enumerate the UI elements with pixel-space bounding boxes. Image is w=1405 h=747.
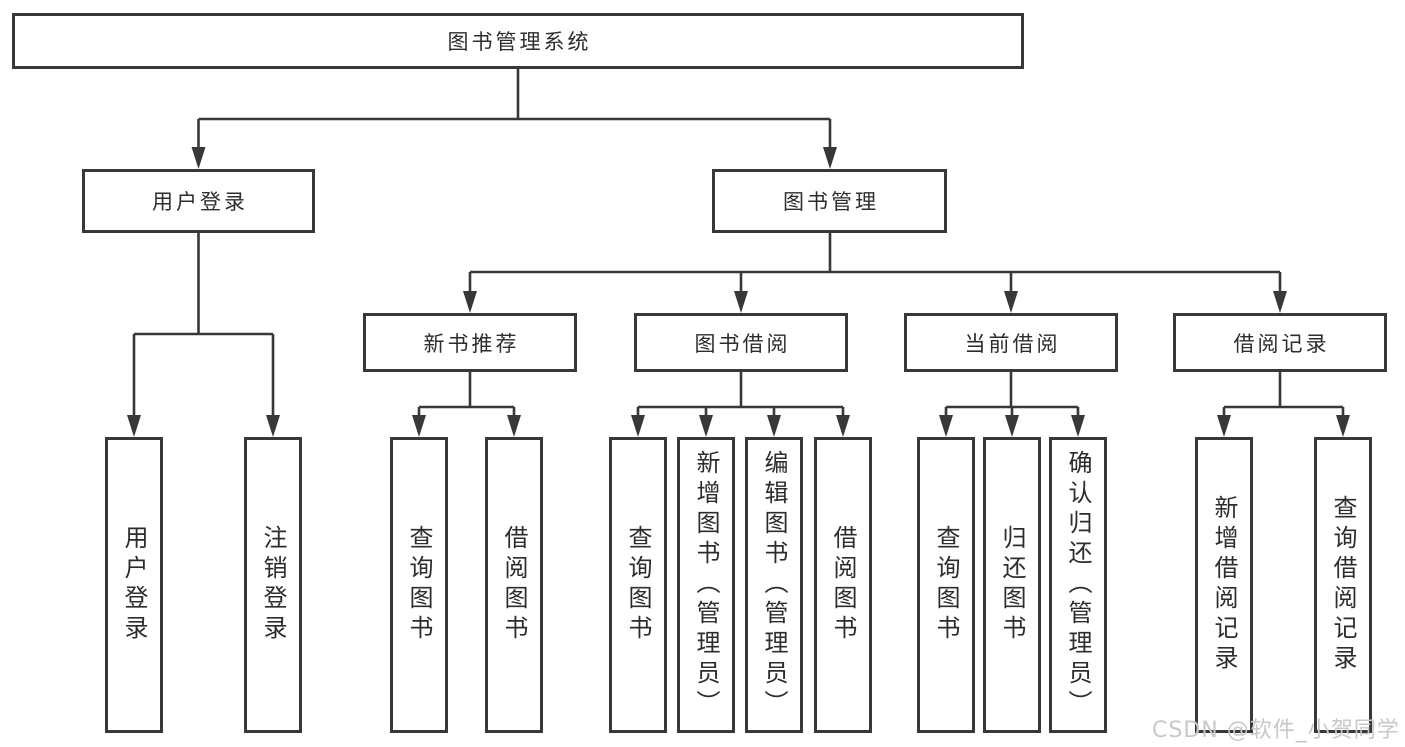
arrowhead-icon [1336, 415, 1350, 437]
leaf-return-book: 归还图书 [983, 437, 1041, 733]
node-book-management: 图书管理 [712, 169, 947, 233]
arrowhead-icon [266, 415, 280, 437]
arrowhead-icon [767, 415, 781, 437]
leaf-add-book-admin: 新增图书（管理员） [677, 437, 735, 733]
arrowhead-icon [823, 147, 837, 169]
leaf-add-borrow-record: 新增借阅记录 [1195, 437, 1253, 733]
leaf-borrow-book: 借阅图书 [814, 437, 872, 733]
arrowhead-icon [507, 415, 521, 437]
arrowhead-icon [734, 291, 748, 313]
connector-line [944, 372, 1080, 417]
arrowhead-icon [1005, 415, 1019, 437]
arrowhead-icon [1273, 291, 1287, 313]
leaf-borrow-book-recommend: 借阅图书 [485, 437, 543, 733]
root-node-book-management-system: 图书管理系统 [12, 13, 1024, 69]
leaf-query-book-recommend: 查询图书 [390, 437, 448, 733]
arrowhead-icon [939, 415, 953, 437]
node-current-borrow: 当前借阅 [904, 313, 1118, 372]
arrowhead-icon [127, 415, 141, 437]
arrowheads [127, 147, 1350, 437]
connector-lines [132, 69, 1345, 417]
arrowhead-icon [836, 415, 850, 437]
arrowhead-icon [412, 415, 426, 437]
connector-line [417, 372, 516, 417]
leaf-query-book-borrow: 查询图书 [609, 437, 667, 733]
arrowhead-icon [191, 147, 206, 169]
arrowhead-icon [463, 291, 477, 313]
arrowhead-icon [1071, 415, 1085, 437]
arrowhead-icon [699, 415, 713, 437]
connector-line [132, 233, 275, 417]
connector-line [468, 233, 1282, 293]
arrowhead-icon [1004, 291, 1018, 313]
leaf-user-login: 用户登录 [105, 437, 163, 733]
leaf-logout-login: 注销登录 [244, 437, 302, 733]
connector-line [1222, 372, 1345, 417]
arrowhead-icon [1217, 415, 1231, 437]
node-borrow-record: 借阅记录 [1173, 313, 1387, 372]
leaf-confirm-return-admin: 确认归还（管理员） [1049, 437, 1107, 733]
connector-line [197, 69, 832, 149]
node-new-book-recommend: 新书推荐 [363, 313, 577, 372]
leaf-query-borrow-record: 查询借阅记录 [1314, 437, 1372, 733]
node-book-borrow: 图书借阅 [634, 313, 848, 372]
connector-line [636, 372, 845, 417]
node-user-login: 用户登录 [82, 169, 315, 233]
leaf-edit-book-admin: 编辑图书（管理员） [745, 437, 803, 733]
leaf-query-book-current: 查询图书 [917, 437, 975, 733]
arrowhead-icon [631, 415, 645, 437]
watermark: CSDN @软件_小贺同学 [1152, 718, 1400, 743]
